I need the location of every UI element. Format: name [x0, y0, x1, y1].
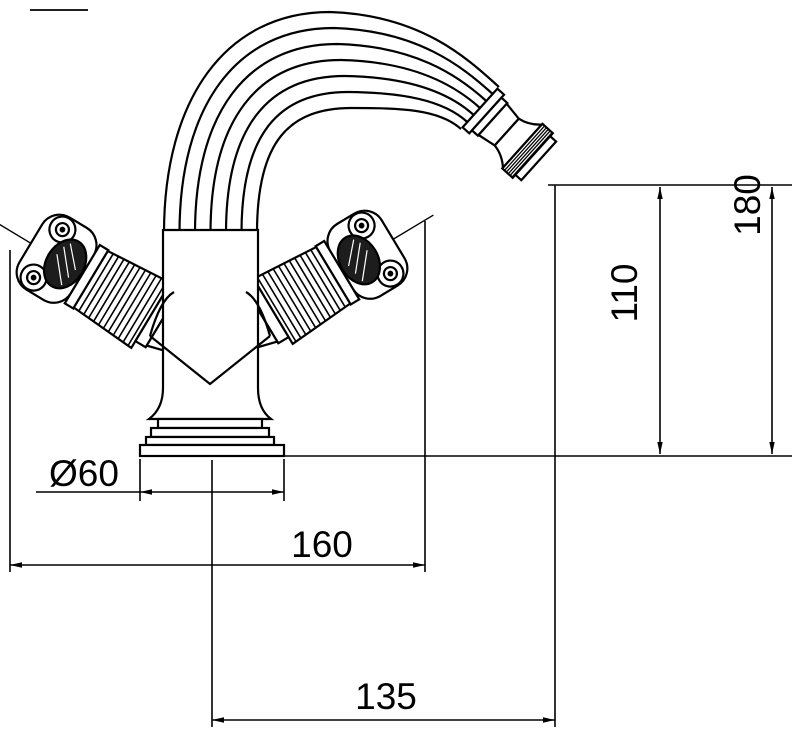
dim-text-overall-width: 160: [291, 524, 353, 565]
spout-line: [209, 58, 481, 234]
spout-line: [224, 74, 475, 234]
dim-text-outlet-height: 110: [604, 264, 645, 323]
spout-line: [162, 10, 500, 234]
spout-line: [240, 90, 469, 234]
spout: [162, 10, 500, 234]
body-chevron: [149, 335, 271, 386]
body-shoulder-right: [245, 291, 272, 337]
dimension-layer: Ø60 160 135 110 180: [9, 174, 792, 727]
dim-text-spout-reach: 135: [355, 676, 417, 717]
body-shoulder-left: [148, 291, 175, 337]
faucet-base: [138, 417, 286, 458]
spout-nozzle: [461, 87, 558, 182]
spout-line: [193, 42, 488, 234]
spout-line: [178, 26, 494, 234]
faucet-body: [145, 228, 275, 421]
dim-text-base-diameter: Ø60: [49, 453, 119, 494]
faucet-illustration: [0, 9, 558, 458]
dim-text-overall-height: 180: [727, 174, 768, 236]
spout-line: [255, 106, 462, 234]
